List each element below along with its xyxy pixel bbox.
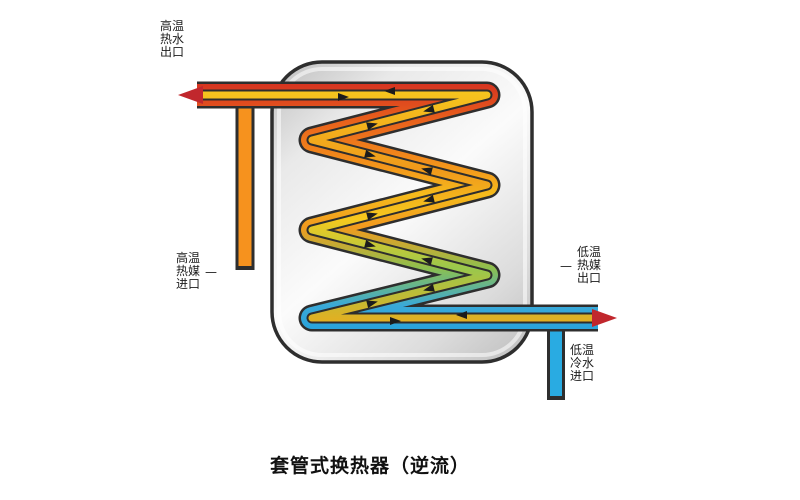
flow-arrow-icon bbox=[366, 122, 378, 131]
vessel-highlight bbox=[277, 67, 527, 357]
label-line: 进口 bbox=[570, 369, 595, 383]
leader-dash: — bbox=[205, 264, 218, 279]
label-line: 热水 bbox=[160, 32, 185, 46]
leader-dash: — bbox=[560, 258, 572, 273]
label-hot-water-outlet: 高温 热水 出口 bbox=[160, 20, 184, 59]
flow-arrow-icon bbox=[423, 194, 435, 203]
medium-outlet-arrow-icon bbox=[592, 309, 617, 327]
flow-arrow-icon bbox=[364, 239, 376, 248]
label-line: 出口 bbox=[160, 45, 185, 59]
flow-arrow-icon bbox=[366, 212, 378, 221]
flow-arrow-icon bbox=[423, 104, 435, 113]
flow-arrow-icon bbox=[338, 93, 349, 101]
flow-arrow-icon bbox=[366, 300, 378, 309]
label-line: 高温 bbox=[176, 251, 201, 265]
label-hot-medium-inlet: 高温 热媒 进口 — bbox=[176, 252, 217, 291]
hot-water-outlet-arrow-icon bbox=[178, 86, 203, 104]
flow-arrow-icon bbox=[384, 87, 395, 95]
label-line: 冷水 bbox=[570, 356, 595, 370]
label-line: 热媒 bbox=[577, 258, 602, 272]
label-line: 低温 bbox=[570, 343, 595, 357]
flow-arrow-icon bbox=[364, 149, 376, 158]
inner-tube bbox=[197, 91, 598, 322]
diagram-caption: 套管式换热器（逆流） bbox=[269, 455, 470, 477]
flow-direction-arrows bbox=[338, 87, 467, 325]
flow-arrow-icon bbox=[421, 167, 433, 176]
flow-arrow-icon bbox=[423, 283, 435, 292]
label-line: 热媒 bbox=[176, 264, 201, 278]
label-cold-water-inlet: 低温 冷水 进口 bbox=[570, 344, 594, 383]
flow-arrow-icon bbox=[421, 257, 433, 266]
flow-arrow-icon bbox=[456, 311, 467, 319]
flow-arrow-icon bbox=[390, 317, 401, 325]
serpentine-coil bbox=[197, 81, 598, 332]
label-line: 出口 bbox=[577, 271, 602, 285]
label-line: 进口 bbox=[176, 277, 201, 291]
label-line: 高温 bbox=[160, 19, 185, 33]
label-line: 低温 bbox=[577, 245, 602, 259]
label-cool-medium-outlet: — 低温 热媒 出口 bbox=[560, 246, 601, 285]
